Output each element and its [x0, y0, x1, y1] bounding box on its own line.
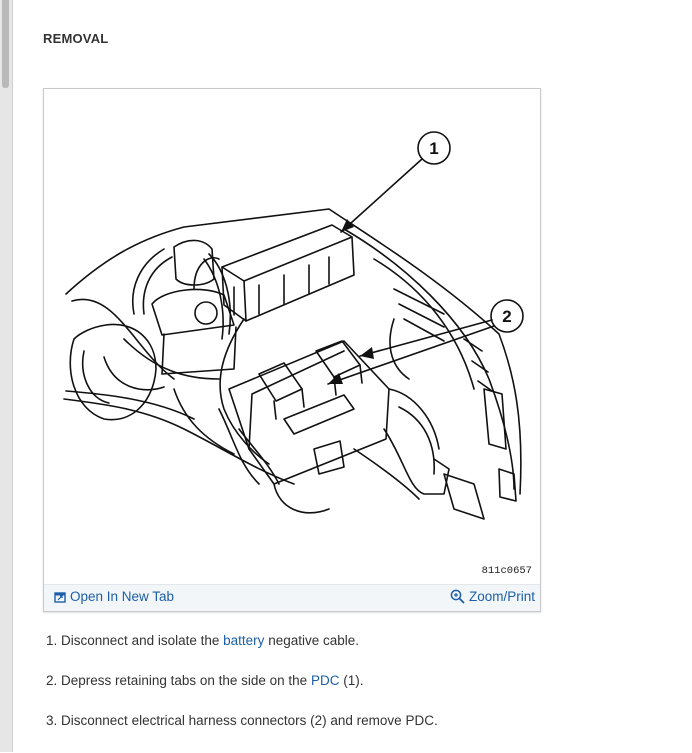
zoom-magnifier-icon — [450, 589, 465, 604]
pdc-illustration: 1 2 — [63, 131, 524, 520]
removal-steps: 1. Disconnect and isolate the battery ne… — [46, 633, 438, 753]
pdc-link[interactable]: PDC — [310, 673, 340, 688]
list-item: 2. Depress retaining tabs on the side on… — [46, 673, 438, 713]
figure-code: 811c0657 — [481, 565, 532, 577]
open-in-new-tab-link[interactable]: Open In New Tab — [54, 589, 174, 604]
open-new-tab-icon — [54, 591, 66, 603]
figure-panel: 1 2 811c0657 Open In New Tab Zoom/Print — [43, 88, 541, 612]
section-title: REMOVAL — [43, 31, 109, 46]
step-text-tail: negative cable. — [268, 633, 360, 648]
step-text: Depress retaining tabs on the side on th… — [61, 673, 308, 688]
step-text: Disconnect and isolate the — [61, 633, 220, 648]
list-item: 1. Disconnect and isolate the battery ne… — [46, 633, 438, 673]
battery-link[interactable]: battery — [223, 633, 265, 648]
step-number: 2. — [46, 673, 58, 688]
step-number: 1. — [46, 633, 58, 648]
list-item: 3. Disconnect electrical harness connect… — [46, 713, 438, 753]
step-text-tail: (1). — [343, 673, 364, 688]
callout-1-label: 1 — [429, 139, 438, 158]
figure-action-bar: Open In New Tab Zoom/Print — [44, 584, 540, 611]
step-text: Disconnect electrical harness connectors… — [61, 713, 438, 728]
zoom-print-link[interactable]: Zoom/Print — [450, 589, 535, 604]
scrollbar-thumb[interactable] — [2, 0, 9, 88]
step-number: 3. — [46, 713, 58, 728]
page-scrollbar[interactable] — [0, 0, 13, 752]
zoom-print-label: Zoom/Print — [468, 589, 535, 604]
callout-2-label: 2 — [502, 307, 511, 326]
open-in-new-tab-label: Open In New Tab — [70, 589, 175, 604]
